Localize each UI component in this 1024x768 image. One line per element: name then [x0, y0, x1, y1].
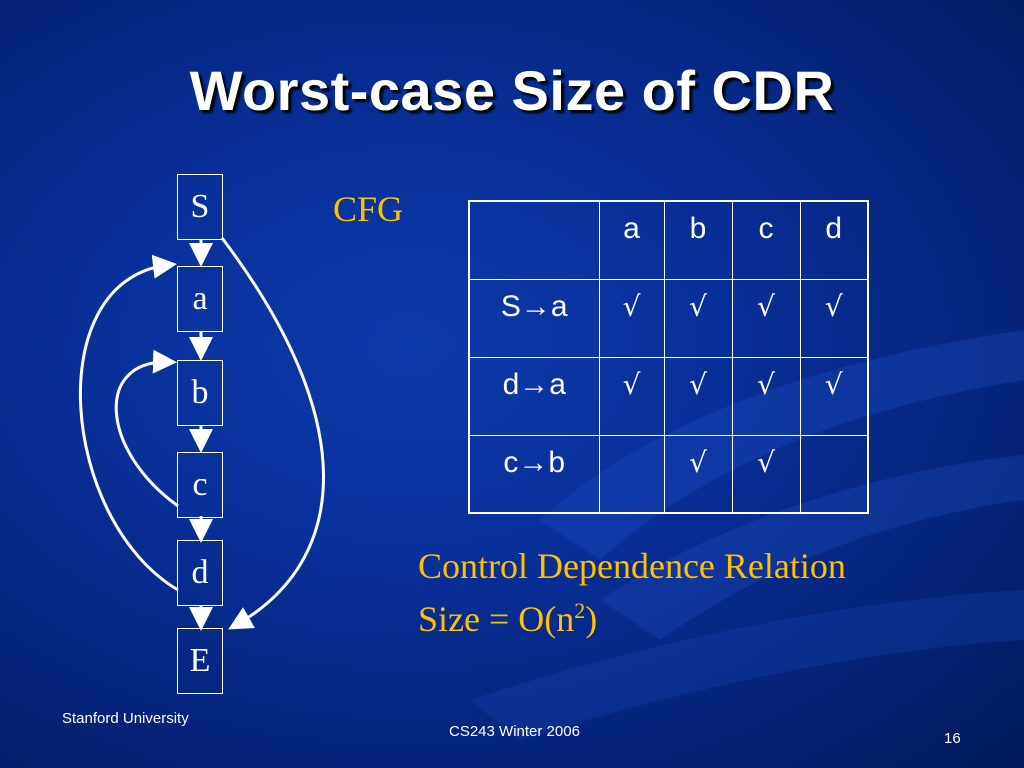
table-cell: √: [731, 356, 801, 436]
table-cell: √: [731, 434, 801, 514]
edge-c-b: [114, 349, 179, 508]
table-row: S→a √ √ √ √: [468, 278, 869, 358]
slide-title: Worst-case Size of CDR: [189, 59, 835, 122]
caption-size: Size = O(n2): [418, 598, 597, 640]
footer-institution: Stanford University: [62, 710, 189, 727]
table-header-cell: [468, 200, 600, 280]
edge-d-a: [78, 254, 179, 592]
table-header-cell: b: [663, 200, 733, 280]
table-cell: √: [799, 278, 869, 358]
table-header-row: a b c d: [468, 200, 869, 280]
cfg-node-s: S: [177, 174, 223, 240]
caption-size-exponent: 2: [574, 598, 586, 623]
table-header-cell: c: [731, 200, 801, 280]
row-label: S→a: [468, 278, 600, 358]
row-label: d→a: [468, 356, 600, 436]
table-cell: √: [663, 278, 733, 358]
table-header-cell: d: [799, 200, 869, 280]
table-cell: [598, 434, 665, 514]
cdr-table: a b c d S→a √ √ √ √ d→a √ √ √ √ c→b √ √: [468, 200, 869, 514]
table-cell: √: [731, 278, 801, 358]
table-cell: [799, 434, 869, 514]
table-header-cell: a: [598, 200, 665, 280]
footer-course: CS243 Winter 2006: [449, 723, 580, 740]
table-cell: √: [598, 356, 665, 436]
cfg-label: CFG: [333, 189, 404, 229]
cfg-node-b: b: [177, 360, 223, 426]
edge-s-e: [220, 237, 325, 630]
table-cell: √: [663, 356, 733, 436]
table-cell: √: [663, 434, 733, 514]
caption-relation: Control Dependence Relation: [418, 546, 846, 586]
cfg-node-a: a: [177, 266, 223, 332]
table-row: c→b √ √: [468, 434, 869, 514]
row-label: c→b: [468, 434, 600, 514]
caption-size-suffix: ): [585, 599, 598, 639]
table-cell: √: [598, 278, 665, 358]
slide-number: 16: [944, 730, 961, 747]
table-row: d→a √ √ √ √: [468, 356, 869, 436]
table-cell: √: [799, 356, 869, 436]
cfg-node-c: c: [177, 452, 223, 518]
caption-size-prefix: Size = O(n: [418, 599, 575, 639]
cfg-node-e: E: [177, 628, 223, 694]
cfg-node-d: d: [177, 540, 223, 606]
